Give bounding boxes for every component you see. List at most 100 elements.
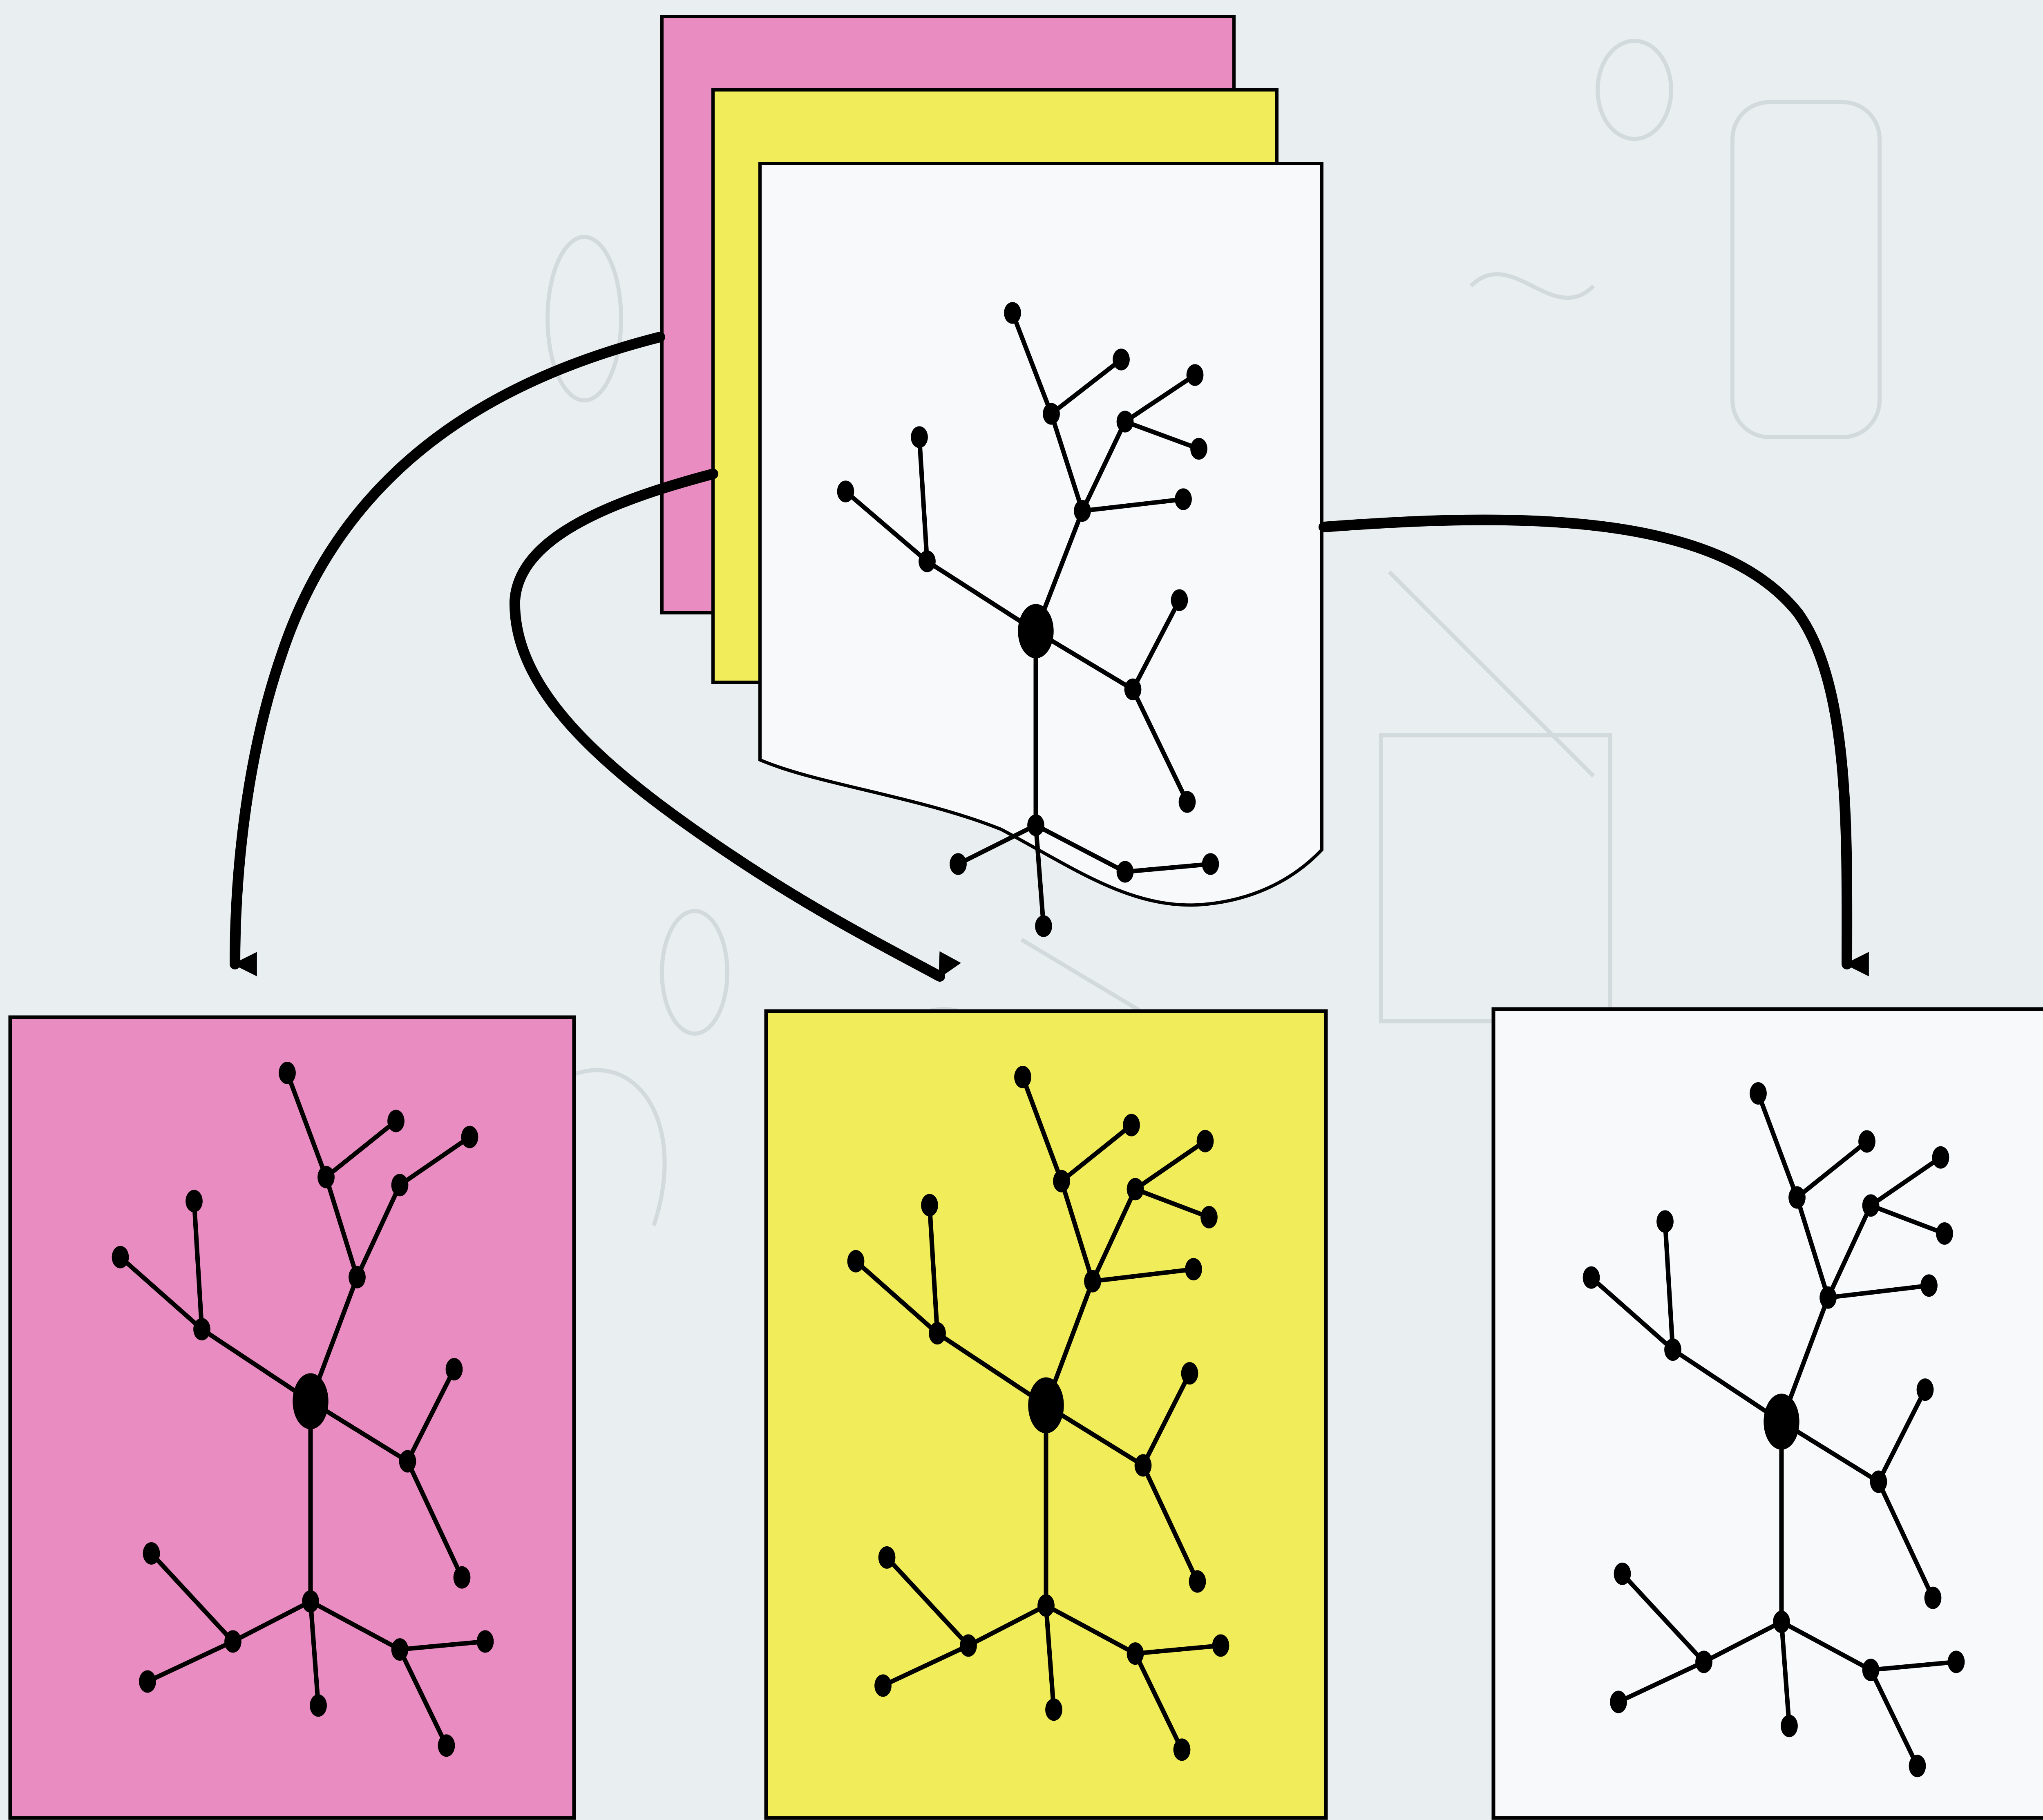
tree-edge (1133, 1187, 1211, 1219)
tree-leaf-node (1116, 411, 1134, 433)
yellow-layer-tree-icon (847, 1065, 1229, 1761)
tree-edge (966, 1603, 1048, 1648)
tree-leaf-node (1190, 438, 1207, 460)
tree-leaf-node (391, 1174, 409, 1197)
tree-leaf-node (1212, 1634, 1229, 1657)
tree-leaf-node (1920, 1274, 1938, 1297)
tree-edge (1080, 419, 1127, 513)
tree-leaf-node (476, 1630, 494, 1653)
tree-leaf-node (1124, 678, 1142, 701)
tree-leaf-node (453, 1566, 471, 1589)
tree-edge (1701, 1619, 1784, 1664)
tree-leaf-node (1116, 861, 1134, 883)
tree-leaf-node (1664, 1338, 1681, 1361)
tree-edge (398, 1647, 449, 1748)
tree-edge (1826, 1203, 1873, 1300)
tree-edge (1616, 1659, 1706, 1704)
tree-leaf-node (1043, 403, 1060, 425)
tree-leaf-node (1185, 1258, 1202, 1281)
tree-edge (1141, 1463, 1200, 1584)
tree-leaf-node (1932, 1146, 1949, 1169)
tree-leaf-node (837, 480, 854, 502)
tree-edge (1033, 823, 1046, 929)
tree-edge (1049, 357, 1124, 416)
tree-edge (1059, 1179, 1095, 1284)
tree-leaf-node (1202, 853, 1219, 875)
tree-edge (1044, 1603, 1056, 1712)
tree-leaf-node (1127, 1178, 1144, 1201)
tree-hub-node (293, 1373, 329, 1429)
tree-leaf-node (193, 1318, 210, 1341)
tree-edge (917, 435, 930, 564)
tree-edge (1876, 1387, 1927, 1484)
tree-edge (308, 1599, 321, 1708)
tree-leaf-node (1186, 364, 1204, 386)
tree-edge (935, 1331, 1048, 1408)
output-panels (8, 1007, 2043, 1820)
tree-leaf-node (438, 1734, 455, 1757)
ghost-sketch-mark (1379, 733, 1612, 1023)
source-tree-icon (837, 302, 1219, 937)
tree-edge (1123, 862, 1213, 874)
tree-edge (1133, 1643, 1223, 1656)
tree-leaf-node (399, 1450, 416, 1473)
tree-leaf-node (1936, 1222, 1953, 1245)
tree-leaf-node (929, 1322, 946, 1345)
tree-leaf-node (1123, 1114, 1140, 1137)
tree-edge (405, 1459, 464, 1580)
tree-leaf-node (1037, 1594, 1055, 1617)
tree-leaf-node (1113, 348, 1130, 371)
tree-edge (854, 1259, 940, 1336)
tree-edge (1826, 1283, 1931, 1300)
tree-edge (1010, 310, 1054, 416)
tree-leaf-node (1695, 1650, 1712, 1673)
tree-edge (1090, 1187, 1138, 1284)
tree-leaf-node (1014, 1065, 1031, 1088)
tree-leaf-node (1862, 1659, 1880, 1682)
tree-edge (1131, 598, 1182, 692)
tree-leaf-node (1035, 915, 1052, 937)
tree-hub-node (1028, 1377, 1064, 1434)
tree-leaf-node (391, 1638, 409, 1661)
pink-layer-tree-icon (112, 1061, 494, 1757)
tree-leaf-node (1074, 500, 1091, 522)
tree-edge (1141, 1371, 1192, 1468)
ghost-sketch-mark (660, 909, 729, 1036)
tree-leaf-node (1196, 1130, 1214, 1152)
tree-leaf-node (387, 1110, 405, 1132)
arrow-to-yellow-panel (509, 469, 961, 982)
tree-leaf-node (1656, 1210, 1674, 1233)
tree-leaf-node (847, 1250, 865, 1273)
tree-edge (192, 1199, 204, 1332)
tree-leaf-node (1045, 1698, 1062, 1721)
tree-leaf-node (1909, 1755, 1926, 1778)
tree-leaf-node (1781, 1715, 1798, 1737)
tree-edge (285, 1070, 329, 1179)
tree-leaf-node (1750, 1082, 1767, 1105)
tree-edge (398, 1639, 487, 1652)
tree-leaf-node (1084, 1270, 1101, 1293)
tree-leaf-node (878, 1546, 896, 1569)
stacked-sheet-white (758, 162, 1323, 907)
tree-edge (1080, 497, 1186, 513)
tree-leaf-node (279, 1061, 296, 1084)
tree-leaf-node (1171, 589, 1188, 611)
tree-edge (843, 489, 930, 564)
tree-leaf-node (143, 1542, 160, 1565)
tree-edge (149, 1551, 235, 1644)
tree-leaf-node (1189, 1570, 1206, 1593)
arrow-to-pink-panel (230, 332, 665, 976)
tree-leaf-node (1173, 1738, 1191, 1761)
tree-edge (398, 1134, 472, 1188)
tree-leaf-node (911, 426, 928, 448)
tree-leaf-node (317, 1166, 335, 1188)
ghost-sketch-mark (545, 235, 623, 402)
tree-edge (1044, 1603, 1138, 1656)
tree-edge (1123, 419, 1201, 451)
tree-hub-node (1764, 1393, 1799, 1450)
tree-leaf-node (186, 1190, 203, 1213)
tree-leaf-node (1027, 814, 1044, 836)
tree-leaf-node (445, 1358, 463, 1381)
tree-edge (324, 1119, 398, 1179)
